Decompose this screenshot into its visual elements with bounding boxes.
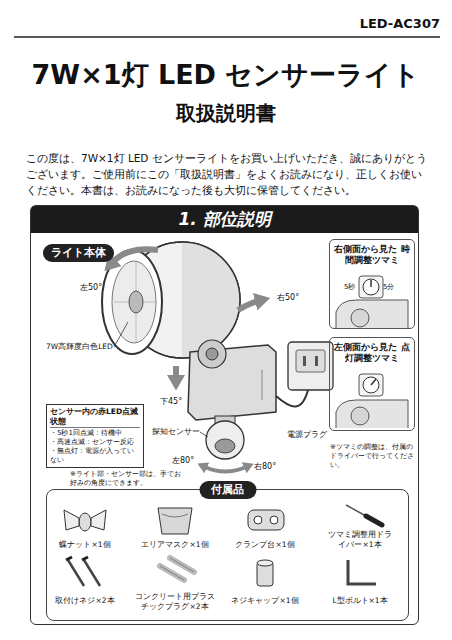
- part-label: LED-AC307: [330, 17, 440, 32]
- part-label: この度は、7W×1灯 LED センサーライトをお買い上げいただき、誠にありがとう…: [26, 150, 428, 198]
- side-view-panel: 右側面から見た 時間調整ツマミ: [329, 239, 415, 329]
- part-label: ネジキャップ×1個: [225, 597, 305, 606]
- node-heading: 1. 部位説明: [31, 206, 418, 233]
- part-label: 取扱説明書: [0, 102, 452, 125]
- part-label: 探知センサー: [152, 428, 200, 437]
- node-heading: 付属品: [199, 481, 256, 499]
- part-label: 蝶ナット×1個: [45, 541, 125, 550]
- part-label: ※ツマミの調整は、付属のドライバーで行ってください。: [330, 443, 418, 470]
- label-tag: ライト本体: [43, 241, 114, 262]
- part-label: エリアマスク×1個: [135, 541, 215, 550]
- node-heading: ライト本体: [43, 244, 114, 262]
- node-heading: 左側面から見た 点灯調整ツマミ: [330, 338, 414, 364]
- status-box: センサー内の赤LED点滅状態・5秒1回点滅：待機中・高速点滅：センサー反応・無点…: [46, 404, 144, 468]
- node-text: ・無点灯：電源が入っていない: [50, 447, 140, 465]
- part-label: L型ボルト×1本: [320, 597, 400, 606]
- part-label: ※ライト部・センサー部は、手でお好みの角度にできます。: [70, 470, 182, 488]
- part-label: 電源プラグ: [287, 431, 327, 440]
- part-label: 5秒: [344, 283, 355, 291]
- title-text: 7W×1灯 LED センサーライト: [0, 58, 452, 92]
- part-label: ツマミ調整用ドライバー×1本: [328, 530, 392, 550]
- section-panel: 1. 部位説明ライト本体 右側面から見た 時間調整ツマミ左側面から見た 点灯調整ツ…: [30, 205, 419, 625]
- node-text: ・5秒1回点滅：待機中: [50, 429, 140, 438]
- side-view-panel: 左側面から見た 点灯調整ツマミ: [329, 337, 415, 431]
- part-label: 左80°: [172, 456, 194, 465]
- part-label: 7W高輝度白色LED: [46, 343, 113, 352]
- part-label: 右80°: [254, 462, 276, 471]
- part-label: 右50°: [277, 293, 299, 302]
- part-label: クランプ台×1個: [225, 541, 305, 550]
- node-heading: センサー内の赤LED点滅状態: [50, 407, 140, 428]
- part-label: 5分: [383, 283, 394, 291]
- part-label: 左50°: [80, 283, 102, 292]
- part-label: コンクリート用プラスチックプラグ×2本: [133, 592, 217, 612]
- node-text: ・高速点滅：センサー反応: [50, 438, 140, 447]
- part-label: 下45°: [160, 397, 182, 406]
- part-label: 取付けネジ×2本: [45, 597, 125, 606]
- node-heading: 右側面から見た 時間調整ツマミ: [330, 240, 414, 266]
